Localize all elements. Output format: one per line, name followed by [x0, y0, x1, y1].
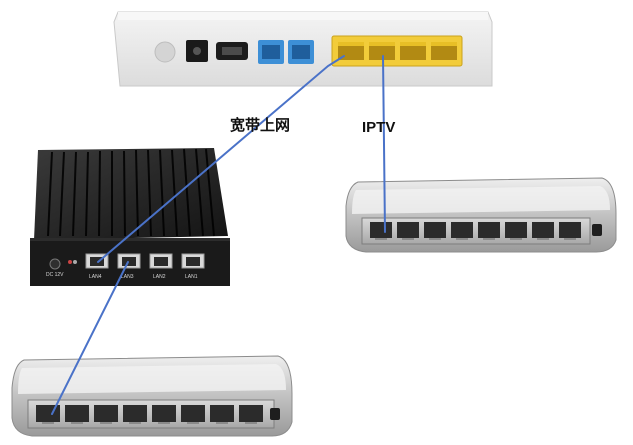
cable-lan [51, 261, 129, 415]
label-iptv: IPTV [362, 119, 396, 136]
mini-pc-router: DC 12V LAN4 LAN3 LAN2 LAN1 [30, 148, 230, 286]
mini-pc-dc-jack-icon [49, 258, 61, 270]
switch-iptv [345, 177, 617, 253]
port-label-lan4: LAN4 [89, 274, 102, 280]
cables [51, 55, 386, 415]
label-broadband: 宽带上网 [230, 117, 291, 134]
port-label-lan1: LAN1 [185, 274, 198, 280]
optical-modem [113, 11, 493, 87]
port-label-lan3: LAN3 [121, 274, 134, 280]
phone-ports-icon [258, 40, 314, 64]
power-button-icon [154, 41, 176, 63]
switch-iptv-ports [370, 222, 581, 238]
switch-lan [11, 355, 293, 437]
switch-iptv-power-jack-icon [592, 224, 602, 236]
switch-lan-ports [36, 405, 263, 422]
port-label-lan2: LAN2 [153, 274, 166, 280]
switch-lan-power-jack-icon [270, 408, 280, 420]
cable-broadband [97, 55, 345, 263]
mini-pc-lan-ports [85, 253, 205, 269]
power-label: DC 12V [46, 272, 64, 278]
modem-lan-ports-icon [331, 35, 463, 67]
cable-iptv [382, 55, 386, 233]
